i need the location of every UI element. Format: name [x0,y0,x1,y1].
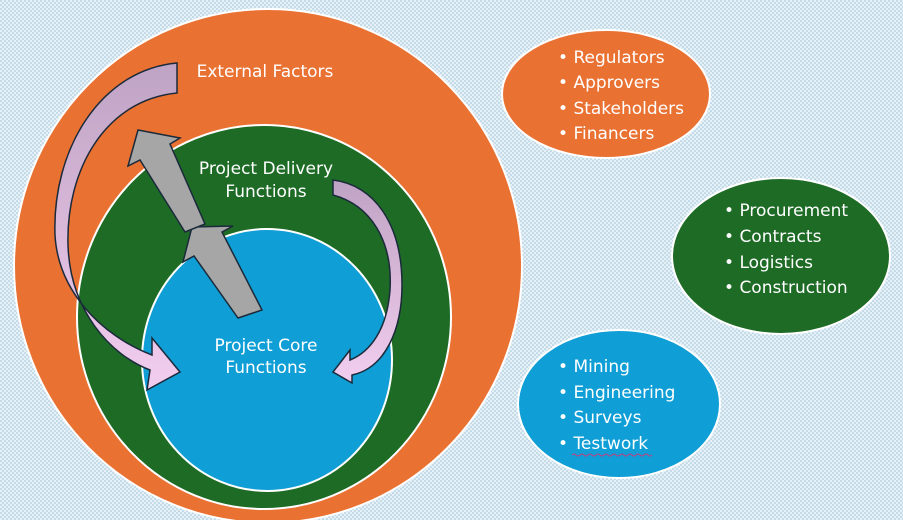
list-item: Surveys [573,408,641,428]
core-list-ellipse [517,329,721,479]
svg-text:• Testwork: • Testwork [558,434,648,454]
svg-text:• Logistics: • Logistics [724,253,813,273]
svg-text:• Surveys: • Surveys [558,408,642,428]
svg-text:• Regulators: • Regulators [558,48,665,68]
list-item: Construction [739,278,847,298]
delivery-list: • Procurement • Contracts • Logistics • … [724,201,848,298]
svg-text:• Financers: • Financers [558,124,654,144]
list-item: Regulators [573,48,664,68]
svg-text:• Construction: • Construction [724,278,848,298]
delivery-list-ellipse [671,177,891,335]
svg-text:• Procurement: • Procurement [724,201,848,221]
external-list-ellipse [501,29,711,159]
list-item: Stakeholders [573,99,684,119]
svg-text:• Approvers: • Approvers [558,73,660,93]
project-core-label-line1: Project Core [215,336,318,356]
svg-text:• Mining: • Mining [558,357,630,377]
list-item: Contracts [739,227,821,247]
list-item: Procurement [739,201,848,221]
list-item: Approvers [573,73,660,93]
spellcheck-underline [571,453,653,457]
external-list: • Regulators • Approvers • Stakeholders … [558,48,684,144]
external-factors-label: External Factors [197,62,334,82]
project-delivery-label-line2: Functions [225,182,306,202]
curved-arrow-external-to-core [54,62,182,392]
svg-text:• Stakeholders: • Stakeholders [558,99,684,119]
list-item: Logistics [739,253,813,273]
upward-arrow-delivery-to-external [126,129,206,233]
list-item: Mining [573,357,629,377]
curved-arrow-delivery-to-core [331,179,403,385]
svg-text:• Engineering: • Engineering [558,383,675,403]
core-list: • Mining • Engineering • Surveys • Testw… [558,357,675,457]
project-delivery-label-line1: Project Delivery [199,159,333,179]
svg-text:• Contracts: • Contracts [724,227,822,247]
list-item: Engineering [573,383,675,403]
list-item: Testwork [572,434,648,454]
upward-arrow-core-to-delivery [181,225,264,319]
list-item: Financers [573,124,654,144]
project-core-label-line2: Functions [225,358,306,378]
